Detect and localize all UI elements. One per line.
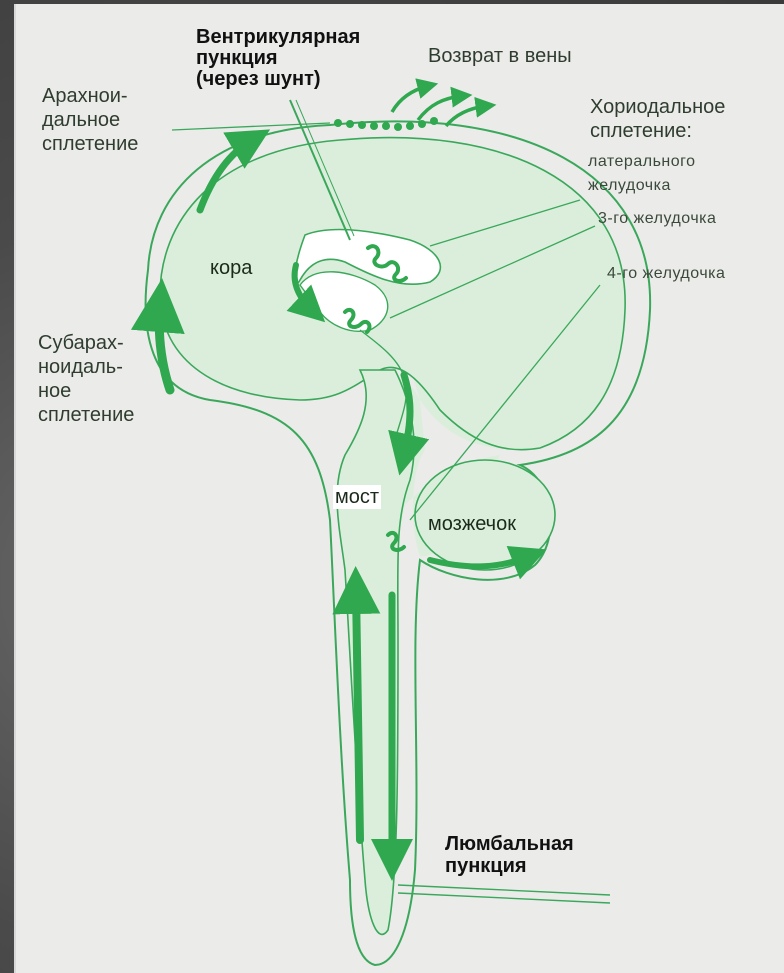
cortex-label: кора bbox=[210, 256, 252, 280]
lumbar-puncture-label: Люмбальная пункция bbox=[445, 833, 574, 877]
cerebellum-label: мозжечок bbox=[428, 512, 516, 536]
fourth-ventricle-label: 4-го желудочка bbox=[607, 262, 725, 286]
lumbar-needle bbox=[398, 885, 610, 903]
ventricular-puncture-label: Вентрикулярная пункция (через шунт) bbox=[196, 27, 360, 90]
choroid-plexus-label: Хориодальное сплетение: bbox=[590, 95, 725, 143]
return-to-veins-label: Возврат в вены bbox=[428, 44, 572, 68]
arachnoid-plexus-label: Арахнои- дальное сплетение bbox=[42, 84, 138, 156]
pons-label: мост bbox=[333, 485, 381, 509]
return-arrows bbox=[392, 86, 486, 126]
subarachnoid-plexus-label: Субарах- ноидаль- ное сплетение bbox=[38, 331, 134, 427]
arachnoid-granulations bbox=[334, 117, 438, 131]
lateral-ventricle-label: латерального желудочка bbox=[588, 150, 696, 198]
third-ventricle-label: 3-го желудочка bbox=[598, 207, 716, 231]
